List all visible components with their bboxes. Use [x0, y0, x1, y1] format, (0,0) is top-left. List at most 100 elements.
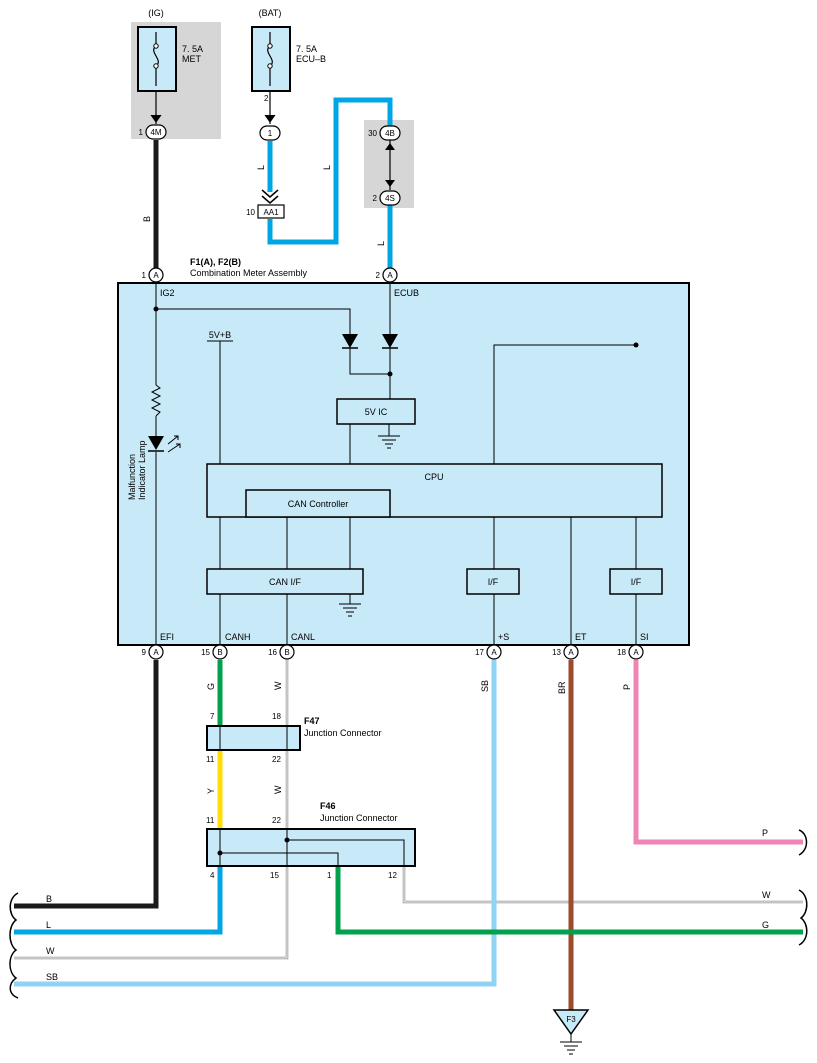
wire-b-efi [14, 660, 159, 909]
wire-label-w2: W [273, 785, 283, 794]
terminal-si-conn: A [633, 648, 639, 657]
connector-4m-code: 4M [150, 128, 161, 137]
meter-title: F1(A), F2(B) [190, 257, 241, 267]
wire-label-g: G [206, 683, 216, 690]
junction-f47-pin: 18 [272, 712, 281, 721]
output-label-w-right: W [762, 890, 771, 900]
fuse-ecu-b-rating: 7. 5A [296, 44, 317, 54]
wire-label-l-right: L [376, 241, 386, 246]
diode-icon [382, 334, 398, 349]
terminal-et-circle [563, 644, 579, 660]
fuse-ecu-b-name: ECU–B [296, 54, 326, 64]
output-label-w: W [46, 946, 55, 956]
output-label-sb: SB [46, 972, 58, 982]
lamp-label-line2: Indicator Lamp [137, 440, 147, 500]
wire-label-w1: W [273, 681, 283, 690]
wire-label-p: P [622, 684, 632, 690]
wire-break-right-icon [798, 889, 808, 946]
wire-label-y: Y [206, 788, 216, 794]
junction-f46-pin: 1 [327, 871, 332, 880]
arrow-4m-icon [150, 114, 162, 123]
wire-w-thin-core [14, 660, 803, 959]
connector-4s-code: 4S [385, 194, 395, 203]
terminal-plus-s-label: +S [498, 632, 509, 642]
output-label-p: P [762, 828, 768, 838]
fuse-met-name: MET [182, 54, 202, 64]
junction-dot-f46 [284, 837, 290, 843]
junction-f47-name: Junction Connector [304, 728, 382, 738]
terminal-efi-label: EFI [160, 632, 174, 642]
wire-l-loop [267, 97, 393, 245]
terminal-efi-conn: A [153, 648, 159, 657]
arrow-c1-icon [264, 114, 276, 123]
lamp-label-line1: Malfunction [127, 454, 137, 500]
terminal-ig2-label: IG2 [160, 288, 175, 298]
connector-4b-pin: 30 [368, 129, 377, 138]
terminal-ig2-conn: A [153, 271, 159, 280]
wire-sb [14, 660, 497, 987]
ground-symbol-icon [560, 1034, 582, 1055]
wire-break-right-top-icon [798, 829, 808, 856]
terminal-canh-circle [212, 644, 228, 660]
junction-f46-pin: 4 [210, 871, 215, 880]
fuse-bat-source: (BAT) [259, 8, 282, 18]
terminal-ecub-pin: 2 [376, 271, 381, 280]
meter-subtitle: Combination Meter Assembly [190, 268, 308, 278]
wire-label-b-top: B [142, 216, 152, 222]
ground-symbol-icon [339, 603, 361, 617]
fuse-ecu-b [251, 26, 291, 92]
if-box-1 [466, 568, 520, 595]
junction-f46-pin: 22 [272, 816, 281, 825]
connector-4s-pin: 2 [373, 194, 378, 203]
terminal-efi-circle [148, 644, 164, 660]
terminal-canl-label: CANL [291, 632, 315, 642]
output-label-g-right: G [762, 920, 769, 930]
connector-4b [379, 125, 401, 141]
connector-4s [379, 190, 401, 206]
ground-symbol-icon [378, 435, 400, 449]
terminal-et-pin: 13 [552, 648, 561, 657]
can-controller-box [245, 489, 391, 518]
terminal-et-conn: A [568, 648, 574, 657]
junction-f47-box [206, 725, 301, 751]
terminal-canl-conn: B [284, 648, 289, 657]
junction-f47-pin: 7 [210, 712, 215, 721]
if-box-1-label: I/F [488, 577, 499, 587]
connector-4m [145, 124, 167, 140]
terminal-si-label: SI [640, 632, 649, 642]
wire-break-left-icon [9, 892, 19, 999]
wire-w-thin [14, 660, 803, 960]
connector-aa1-pin: 10 [246, 208, 255, 217]
fuse-ecu-b-pin: 2 [264, 94, 269, 103]
terminal-ecub-conn: A [387, 271, 393, 280]
resistor-icon [150, 384, 162, 417]
ground-f3-triangle [552, 1009, 590, 1036]
connector-aa1-code: AA1 [263, 208, 279, 217]
junction-f46-box [206, 828, 416, 867]
output-label-l: L [46, 920, 51, 930]
terminal-canh-conn: B [217, 648, 222, 657]
junction-f46-code: F46 [320, 801, 336, 811]
terminal-ig2-pin: 1 [142, 271, 147, 280]
wire-g-f46-out [335, 866, 803, 935]
arrow-4s-icon [385, 180, 395, 187]
wire-label-l-mid: L [322, 165, 332, 170]
terminal-canh-label: CANH [225, 632, 251, 642]
connector-aa1 [257, 204, 285, 219]
terminal-plus-s-conn: A [491, 648, 497, 657]
junction-f47-pin: 11 [206, 755, 215, 764]
junction-f46-pin: 12 [388, 871, 397, 880]
ic-5v-label: 5V IC [365, 407, 388, 417]
terminal-ecub-label: ECUB [394, 288, 419, 298]
aa1-double-chevron-icon [261, 189, 279, 204]
supply-5v-label: 5V+B [209, 330, 231, 340]
wire-p-si [633, 660, 803, 845]
led-icon [148, 435, 181, 453]
wire-l-f46-out [14, 866, 223, 935]
junction-f47-pin: 22 [272, 755, 281, 764]
fuse-met [137, 26, 177, 92]
arrow-4b-icon [385, 143, 395, 150]
fuse-met-rating: 7. 5A [182, 44, 203, 54]
wire-label-l-left: L [256, 165, 266, 170]
